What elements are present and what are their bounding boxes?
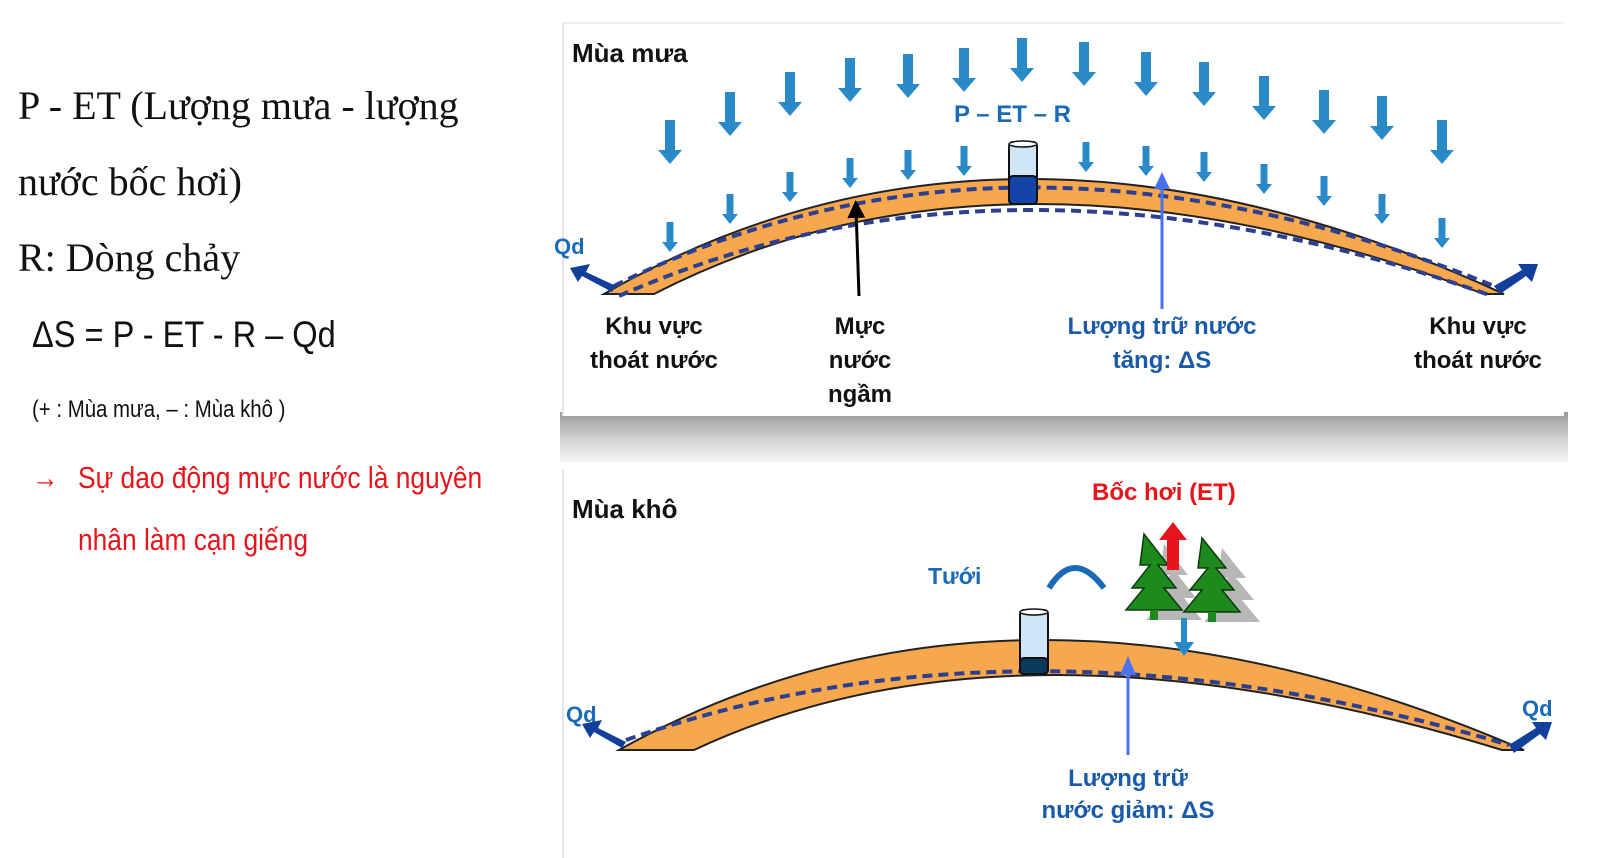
water-table-label-3: ngầm xyxy=(828,381,892,408)
wet-season-panel: Mùa mưa P – ET – R Qd Khu vực thoát nước… xyxy=(554,22,1564,416)
infiltration-arrow-icon xyxy=(1434,218,1450,248)
storage-increase-label-1: Lượng trữ nước xyxy=(1068,313,1257,340)
storage-decrease-pointer-head xyxy=(1120,656,1136,675)
rain-arrows xyxy=(658,38,1454,164)
aquifer-layer-dry xyxy=(615,639,1525,751)
rain-arrow-icon xyxy=(1134,52,1158,96)
right-drainage-label-2: thoát nước xyxy=(1414,347,1542,374)
infiltration-arrow-icon xyxy=(842,158,858,188)
evaporation-arrow-icon xyxy=(1159,522,1187,570)
rain-arrow-icon xyxy=(1010,38,1034,82)
storage-decrease-label-2: nước giảm: ΔS xyxy=(1041,797,1214,824)
rain-arrow-icon xyxy=(658,120,682,164)
left-drainage-label-2: thoát nước xyxy=(590,347,718,374)
dry-season-title: Mùa khô xyxy=(572,494,677,524)
outflow-left-label-dry: Qd xyxy=(566,702,597,727)
infiltration-arrow-icon xyxy=(1078,142,1094,172)
aquifer-layer xyxy=(600,178,1505,295)
storage-pointer-head xyxy=(1154,172,1170,189)
text-r-runoff: R: Dòng chảy xyxy=(18,235,241,280)
water-table-pointer xyxy=(847,200,866,297)
tree-icon xyxy=(1182,536,1260,622)
rain-arrow-icon xyxy=(778,72,802,116)
well-icon xyxy=(1008,140,1038,205)
water-table-lower xyxy=(618,208,1493,298)
rain-arrow-icon xyxy=(896,54,920,98)
sign-note: (+ : Mùa mưa, – : Mùa khô ) xyxy=(32,396,286,423)
storage-decrease-label-1: Lượng trữ xyxy=(1068,765,1188,792)
wet-season-title: Mùa mưa xyxy=(572,38,688,68)
outflow-left-arrow xyxy=(570,264,616,292)
rain-arrow-icon xyxy=(1370,96,1394,140)
evaporation-label: Bốc hơi (ET) xyxy=(1092,479,1236,506)
left-drainage-label-1: Khu vực xyxy=(605,313,702,340)
water-table-label-1: Mực xyxy=(835,313,886,340)
conclusion-line-2: nhân làm cạn giếng xyxy=(78,522,309,557)
text-p-et-cont: nước bốc hơi) xyxy=(18,159,242,204)
outflow-left-label: Qd xyxy=(554,234,585,259)
water-table-dry xyxy=(625,669,1510,747)
infiltration-arrow-icon xyxy=(1138,146,1154,176)
infiltration-arrow-icon xyxy=(662,222,678,252)
infiltration-arrow-icon xyxy=(956,146,972,176)
outflow-left-arrow-dry xyxy=(582,720,626,748)
infiltration-arrow-icon xyxy=(1256,164,1272,194)
rain-arrow-icon xyxy=(838,58,862,102)
outflow-right-label-dry: Qd xyxy=(1522,696,1553,721)
infiltration-arrow-icon xyxy=(722,194,738,224)
rain-arrow-icon xyxy=(1252,76,1276,120)
infiltration-arrow-icon xyxy=(1174,618,1194,656)
rain-arrow-icon xyxy=(1430,120,1454,164)
text-p-et: P - ET (Lượng mưa - lượng xyxy=(18,83,459,128)
infiltration-arrows xyxy=(662,142,1450,252)
water-table-label-2: nước xyxy=(829,347,891,374)
rain-arrow-icon xyxy=(952,48,976,92)
infiltration-arrow-icon xyxy=(1374,194,1390,224)
infiltration-arrow-icon xyxy=(1196,152,1212,182)
rain-arrow-icon xyxy=(718,92,742,136)
formula-p-et-r: P – ET – R xyxy=(954,101,1071,128)
outflow-right-arrow xyxy=(1494,264,1538,294)
water-balance-equation: ΔS = P - ET - R – Qd xyxy=(32,314,336,355)
conclusion-line-1: Sự dao động mực nước là nguyên xyxy=(78,460,483,495)
rain-arrow-icon xyxy=(1192,62,1216,106)
rain-arrow-icon xyxy=(1312,90,1336,134)
storage-increase-label-2: tăng: ΔS xyxy=(1113,347,1212,374)
dry-season-panel: Mùa khô Bốc hơi (ET) Tưới Qd Qd Lượng tr… xyxy=(562,470,1564,858)
irrigation-arc-icon xyxy=(1046,565,1107,590)
infiltration-arrow-icon xyxy=(782,172,798,202)
conclusion-arrow-icon: → xyxy=(32,460,59,495)
infiltration-arrow-icon xyxy=(900,150,916,180)
infiltration-arrow-icon xyxy=(1316,176,1332,206)
panel-shadow xyxy=(560,412,1568,462)
rain-arrow-icon xyxy=(1072,42,1096,86)
irrigation-label: Tưới xyxy=(928,563,981,589)
outflow-right-arrow-dry xyxy=(1509,722,1552,753)
well-icon-dry xyxy=(1019,608,1049,675)
tree-icon xyxy=(1124,532,1202,620)
right-drainage-label-1: Khu vực xyxy=(1429,313,1526,340)
